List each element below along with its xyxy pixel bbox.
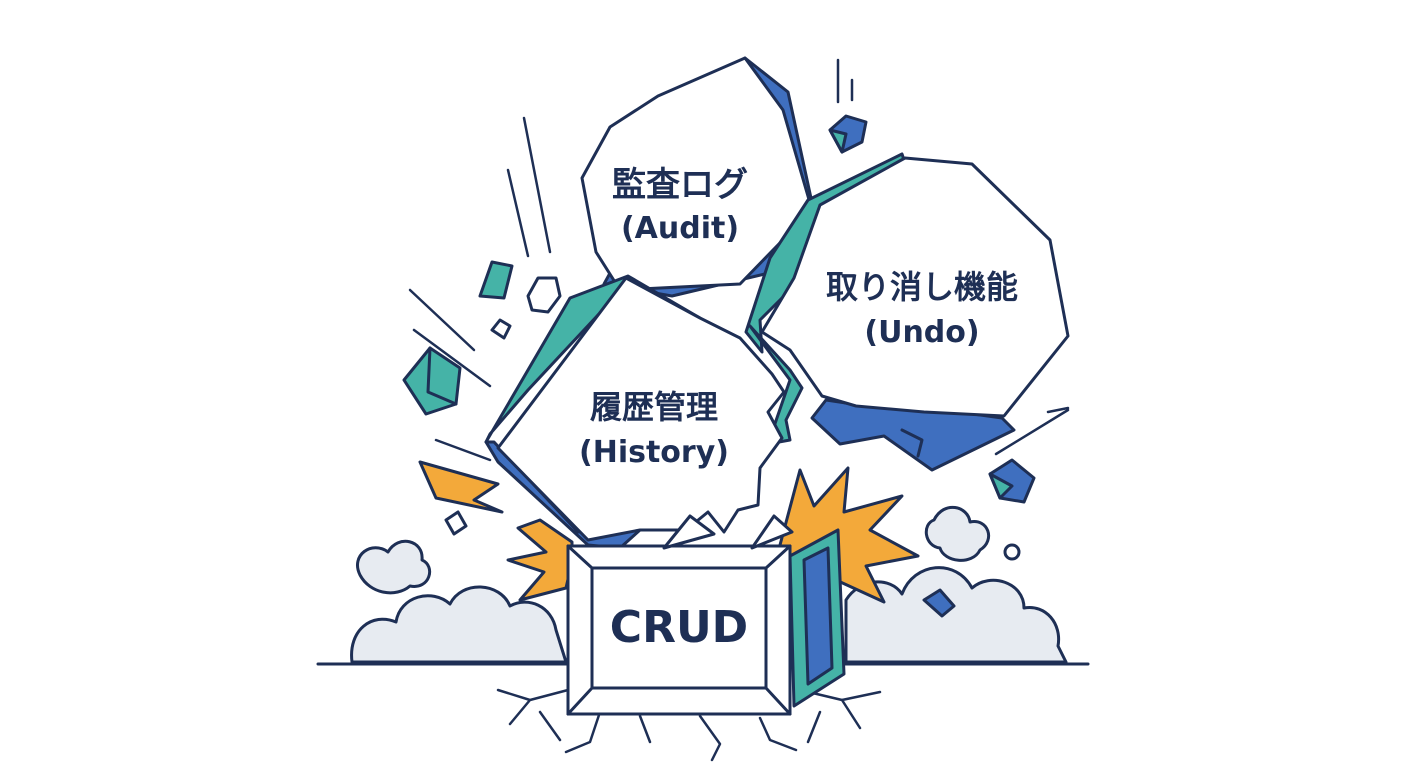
- audit-sublabel: (Audit): [621, 211, 739, 246]
- undo-label: 取り消し機能: [826, 268, 1018, 306]
- history-block: [484, 274, 804, 550]
- history-label: 履歴管理: [590, 388, 718, 426]
- audit-block: [580, 56, 816, 298]
- crud-box: [566, 514, 846, 716]
- history-sublabel: (History): [579, 435, 729, 470]
- audit-label: 監査ログ: [612, 165, 748, 205]
- motion-lines: [408, 58, 1070, 462]
- dust-cloud-left: [350, 539, 568, 664]
- crud-label: CRUD: [610, 602, 748, 653]
- undo-sublabel: (Undo): [864, 315, 979, 350]
- dust-cloud-right: [844, 506, 1068, 664]
- debris-pieces: [402, 114, 1036, 618]
- undo-block: [744, 152, 1070, 472]
